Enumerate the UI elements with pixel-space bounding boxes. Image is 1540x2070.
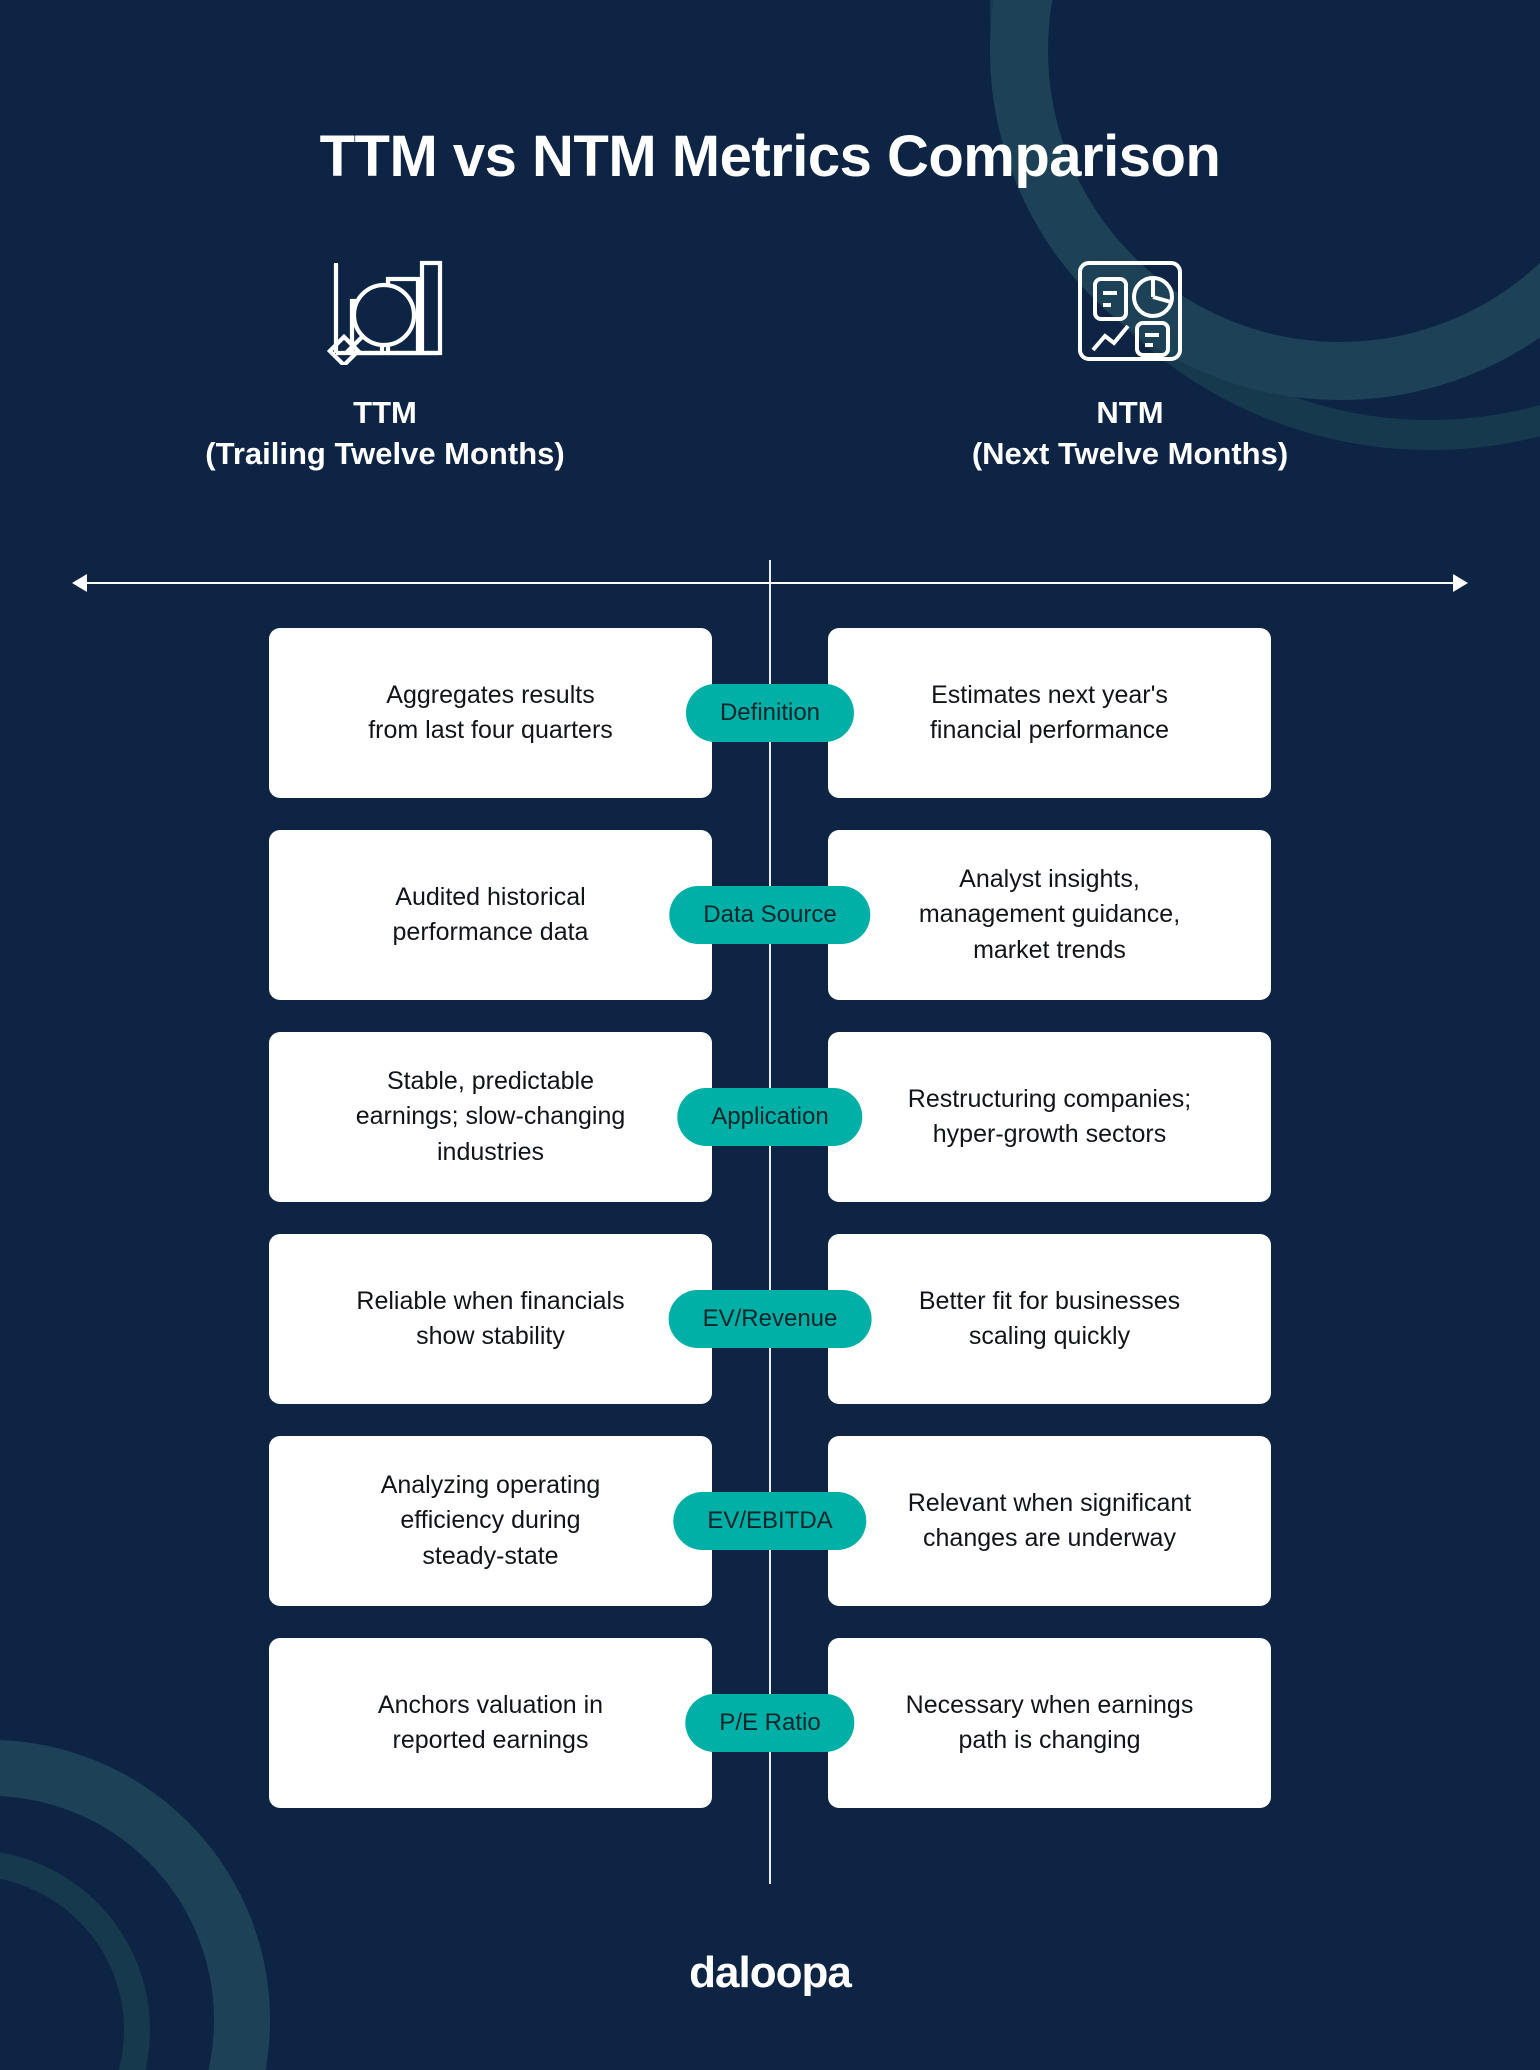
ntm-cell: Relevant when significant changes are un… [828,1436,1271,1606]
row-label-badge[interactable]: EV/EBITDA [673,1492,867,1550]
dashboard-analytics-icon [890,252,1370,370]
table-row: Aggregates results from last four quarte… [0,628,1540,798]
ntm-cell: Estimates next year's financial performa… [828,628,1271,798]
ttm-cell: Reliable when financials show stability [269,1234,712,1404]
ttm-cell: Anchors valuation in reported earnings [269,1638,712,1808]
row-label-badge[interactable]: Data Source [669,886,871,944]
bar-chart-magnifier-icon [145,252,625,370]
center-divider-line [769,560,771,1884]
ntm-cell: Restructuring companies; hyper-growth se… [828,1032,1271,1202]
row-label-badge[interactable]: P/E Ratio [685,1694,855,1752]
column-title-ntm: NTM (Next Twelve Months) [971,395,1289,472]
arrow-left-icon [72,574,87,592]
column-header-ntm: NTM (Next Twelve Months) [890,252,1370,474]
ntm-cell: Necessary when earnings path is changing [828,1638,1271,1808]
ttm-cell: Aggregates results from last four quarte… [269,628,712,798]
column-header-ttm: TTM (Trailing Twelve Months) [145,252,625,474]
table-row: Stable, predictable earnings; slow-chang… [0,1032,1540,1202]
ttm-cell: Audited historical performance data [269,830,712,1000]
table-row: Analyzing operating efficiency during st… [0,1436,1540,1606]
row-label-badge[interactable]: Application [677,1088,863,1146]
table-row: Reliable when financials show stability … [0,1234,1540,1404]
column-title-ttm: TTM (Trailing Twelve Months) [205,395,565,472]
brand-logo-text: daloopa [689,1948,852,1997]
ttm-cell: Analyzing operating efficiency during st… [269,1436,712,1606]
ntm-cell: Analyst insights, management guidance, m… [828,830,1271,1000]
page-title: TTM vs NTM Metrics Comparison [319,124,1221,189]
table-row: Audited historical performance data Data… [0,830,1540,1000]
row-label-badge[interactable]: Definition [685,684,855,742]
comparison-rows: Aggregates results from last four quarte… [0,628,1540,1840]
row-label-badge[interactable]: EV/Revenue [668,1290,872,1348]
brand-logo: daloopa [0,1948,1540,1998]
arrow-right-icon [1453,574,1468,592]
table-row: Anchors valuation in reported earnings P… [0,1638,1540,1808]
ntm-cell: Better fit for businesses scaling quickl… [828,1234,1271,1404]
ttm-cell: Stable, predictable earnings; slow-chang… [269,1032,712,1202]
